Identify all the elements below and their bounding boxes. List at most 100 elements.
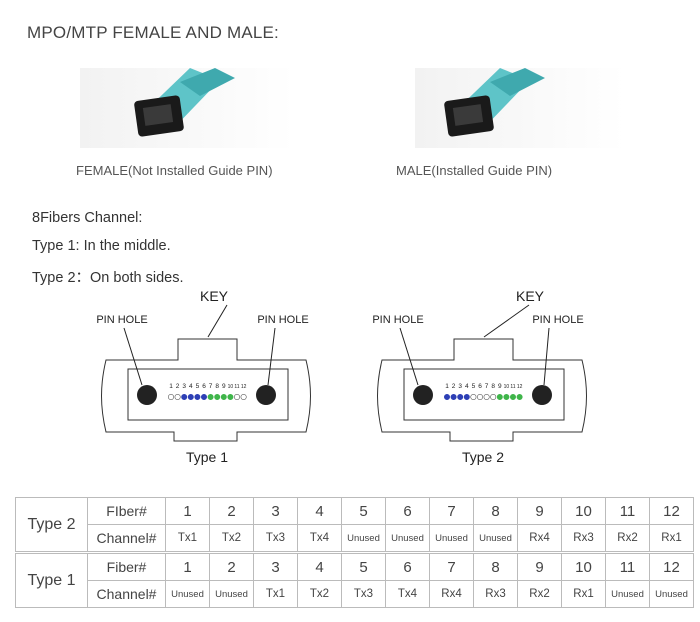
type2-fiber-number: 8 [491, 383, 495, 390]
type1-pin-hole-left [137, 385, 157, 405]
table-cell: 12 [649, 551, 694, 581]
type2-fiber-dot [450, 394, 457, 401]
type1-fiber-dot [234, 394, 241, 401]
type2-pin-hole-right-label: PIN HOLE [532, 314, 583, 326]
type2-key-label: KEY [516, 288, 545, 304]
table-cell: 2 [209, 497, 254, 525]
male-connector-image [415, 68, 625, 148]
table-cell: Tx1 [165, 524, 210, 553]
type1-fiber-dot [168, 394, 175, 401]
type1-fiber-dot [207, 394, 214, 401]
type1-fiber-number: 3 [182, 383, 186, 390]
female-connector-image [80, 68, 295, 148]
table-row: Channel# Unused Unused Tx1 Tx2 Tx3 Tx4 R… [16, 580, 694, 608]
type2-fiber-dot [490, 394, 497, 401]
type2-fiber-dot [457, 394, 464, 401]
table-cell: Tx1 [253, 580, 298, 608]
type1-pin-hole-right-label: PIN HOLE [257, 314, 308, 326]
table-cell: 1 [165, 551, 210, 581]
info-line-2: Type 1: In the middle. [32, 238, 171, 254]
type1-channel-header: Channel# [87, 580, 166, 608]
type2-pin-hole-left-label: PIN HOLE [372, 314, 423, 326]
page-title: MPO/MTP FEMALE AND MALE: [27, 23, 279, 42]
table-cell: Rx1 [561, 580, 606, 608]
table-cell: 7 [429, 551, 474, 581]
table-cell: Unused [165, 580, 210, 608]
type1-fiber-dot [201, 394, 208, 401]
type2-pin-hole-right [532, 385, 552, 405]
type1-fiber-dot [181, 394, 188, 401]
type2-caption: Type 2 [462, 449, 504, 465]
table-cell: Rx4 [517, 524, 562, 553]
table-cell: 6 [385, 497, 430, 525]
type1-fiber-number: 7 [209, 383, 213, 390]
table-row: Type 1 Fiber# 1 2 3 4 5 6 7 8 9 10 11 12 [15, 551, 694, 608]
type2-fiber-dot [503, 394, 510, 401]
table-cell: 9 [517, 497, 562, 525]
table-cell: Unused [209, 580, 254, 608]
table-cell: Unused [385, 524, 430, 553]
table-cell: 8 [473, 497, 518, 525]
type2-fiber-dot [444, 394, 451, 401]
table-cell: 1 [165, 497, 210, 525]
table-cell: Rx3 [561, 524, 606, 553]
table-cell: 8 [473, 551, 518, 581]
type2-fiber-dot [477, 394, 484, 401]
table-cell: Rx4 [429, 580, 474, 608]
table-cell: 12 [649, 497, 694, 525]
type1-pin-hole-right [256, 385, 276, 405]
type2-fiber-number: 12 [517, 384, 523, 390]
type2-fiber-number: 11 [510, 384, 515, 390]
type2-fiber-header: FIber# [87, 497, 166, 525]
type1-pin-hole-left-label: PIN HOLE [96, 314, 147, 326]
type2-fiber-dot [483, 394, 490, 401]
type2-fiber-dot [470, 394, 477, 401]
table-cell: Unused [341, 524, 386, 553]
type1-fiber-number: 2 [176, 383, 180, 390]
type1-fiber-number: 1 [169, 383, 173, 390]
table-cell: Tx2 [297, 580, 342, 608]
table-row: Channel# Tx1 Tx2 Tx3 Tx4 Unused Unused U… [16, 524, 694, 553]
info-line-1: 8Fibers Channel: [32, 210, 143, 226]
table-cell: 11 [605, 551, 650, 581]
table-cell: Unused [649, 580, 694, 608]
type2-fiber-number: 4 [465, 383, 469, 390]
type2-fiber-number: 1 [445, 383, 449, 390]
type2-pin-hole-left [413, 385, 433, 405]
type1-key-label: KEY [200, 288, 229, 304]
male-caption: MALE(Installed Guide PIN) [396, 163, 553, 178]
table-cell: 10 [561, 497, 606, 525]
table-cell: 10 [561, 551, 606, 581]
table-cell: 9 [517, 551, 562, 581]
type1-caption: Type 1 [186, 449, 228, 465]
type1-fiber-number: 4 [189, 383, 193, 390]
type2-fiber-number: 6 [478, 383, 482, 390]
type1-fiber-number: 12 [241, 384, 247, 390]
type1-fiber-number: 8 [215, 383, 219, 390]
table-cell: Rx1 [649, 524, 694, 553]
connector-photos [80, 68, 625, 148]
table-cell: Unused [429, 524, 474, 553]
type1-fiber-dot [187, 394, 194, 401]
fiber-channel-table: Type 2 FIber# 1 2 3 4 5 6 7 8 9 10 11 12… [15, 497, 694, 608]
type1-fiber-dot [174, 394, 181, 401]
table-cell: 5 [341, 551, 386, 581]
table-cell: 4 [297, 551, 342, 581]
type2-fiber-number: 10 [504, 384, 510, 390]
type2-fiber-number: 9 [498, 383, 502, 390]
table-cell: 4 [297, 497, 342, 525]
type1-fiber-dot [220, 394, 227, 401]
type2-channel-header: Channel# [87, 524, 166, 553]
type1-fiber-dot [214, 394, 221, 401]
table-cell: 2 [209, 551, 254, 581]
table-row: Type 2 FIber# 1 2 3 4 5 6 7 8 9 10 11 12 [15, 497, 694, 553]
info-line-3: Type 2：On both sides. [32, 270, 184, 286]
table-cell: Tx4 [385, 580, 430, 608]
table-cell: Unused [605, 580, 650, 608]
type1-fiber-header: Fiber# [87, 551, 166, 581]
type2-fiber-dot [496, 394, 503, 401]
table-cell: 11 [605, 497, 650, 525]
table-cell: Tx3 [253, 524, 298, 553]
table-cell: Tx2 [209, 524, 254, 553]
